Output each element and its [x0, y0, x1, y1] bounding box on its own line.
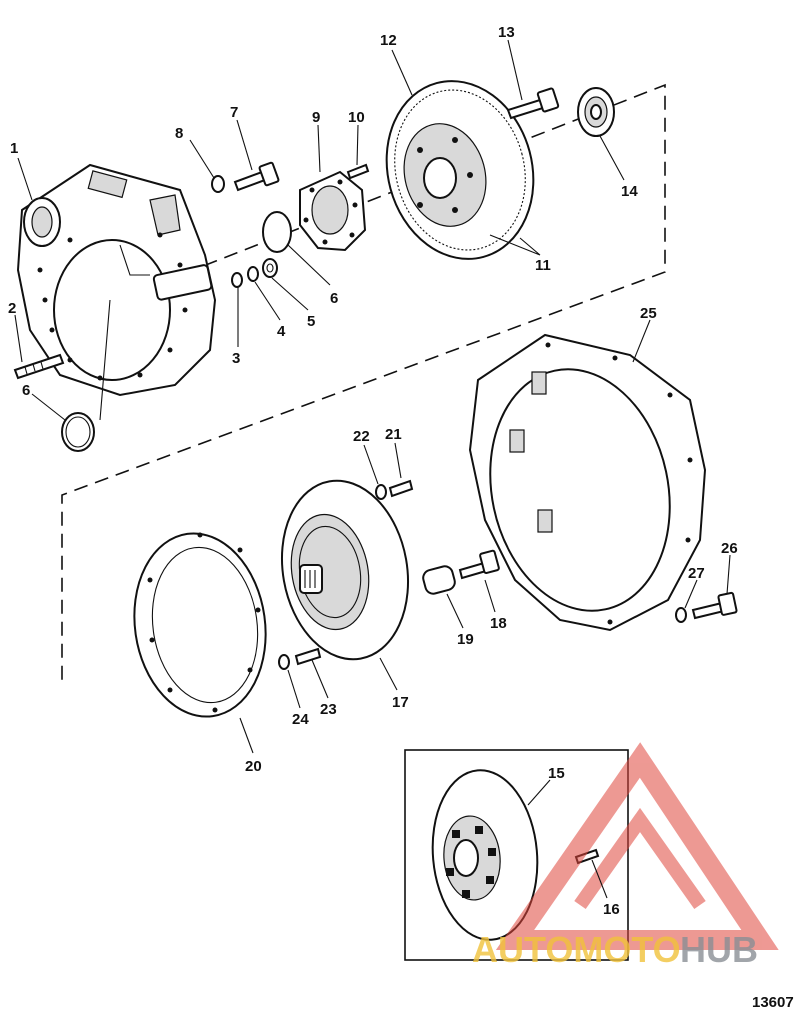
washer-nut-parts [231, 258, 278, 288]
flywheel-part [385, 80, 535, 260]
callout-27: 27 [688, 565, 705, 582]
o-ring-lower-part [61, 412, 95, 452]
callout-16: 16 [603, 901, 620, 918]
reference-number: 13607 [752, 994, 794, 1011]
callout-3: 3 [232, 350, 240, 367]
coupler-housing-part [280, 479, 410, 661]
adapter-plate-part [299, 170, 367, 252]
callout-18: 18 [490, 615, 507, 632]
watermark-text-part2: HUB [680, 929, 758, 970]
watermark-text-part1: AUTOMOTO [472, 929, 681, 970]
housing-bolt-washer-parts [675, 591, 738, 623]
callout-15: 15 [548, 765, 565, 782]
inset-damper-plate-box [404, 749, 629, 961]
callout-2: 2 [8, 300, 16, 317]
callout-11: 11 [535, 257, 551, 274]
screw-washer-upper-parts [375, 479, 414, 500]
flywheel-housing-part [16, 163, 217, 397]
callout-24: 24 [292, 711, 309, 728]
pilot-bearing-part [577, 87, 615, 137]
callout-8: 8 [175, 125, 183, 142]
callout-22: 22 [353, 428, 370, 445]
callout-6-upper: 6 [330, 290, 338, 307]
leader-lines [14, 39, 731, 899]
callout-17: 17 [392, 694, 409, 711]
callout-6-lower: 6 [22, 382, 30, 399]
callout-14: 14 [621, 183, 638, 200]
stud-part [13, 353, 65, 380]
callout-10: 10 [348, 109, 365, 126]
callout-12: 12 [380, 32, 397, 49]
callout-labels: 1 2 3 4 5 6 6 7 8 9 10 11 12 13 14 15 16… [8, 24, 738, 918]
screw-part [346, 163, 370, 180]
bolt-washer-parts [211, 161, 280, 193]
bushing-bolt-parts [422, 549, 500, 595]
flywheel-bolt-part [506, 87, 560, 120]
callout-20: 20 [245, 758, 262, 775]
callout-1: 1 [10, 140, 18, 157]
callout-13: 13 [498, 24, 515, 41]
callout-21: 21 [385, 426, 402, 443]
callout-23: 23 [320, 701, 337, 718]
callout-26: 26 [721, 540, 738, 557]
screw-washer-lower-parts [278, 647, 322, 670]
adapter-ring-part [133, 532, 267, 718]
callout-25: 25 [640, 305, 657, 322]
callout-19: 19 [457, 631, 474, 648]
callout-4: 4 [277, 323, 286, 340]
callout-5: 5 [307, 313, 315, 330]
watermark-logo [495, 742, 779, 950]
callout-7: 7 [230, 104, 238, 121]
bell-housing-part [468, 333, 707, 632]
o-ring-upper-part [262, 211, 292, 253]
callout-9: 9 [312, 109, 320, 126]
